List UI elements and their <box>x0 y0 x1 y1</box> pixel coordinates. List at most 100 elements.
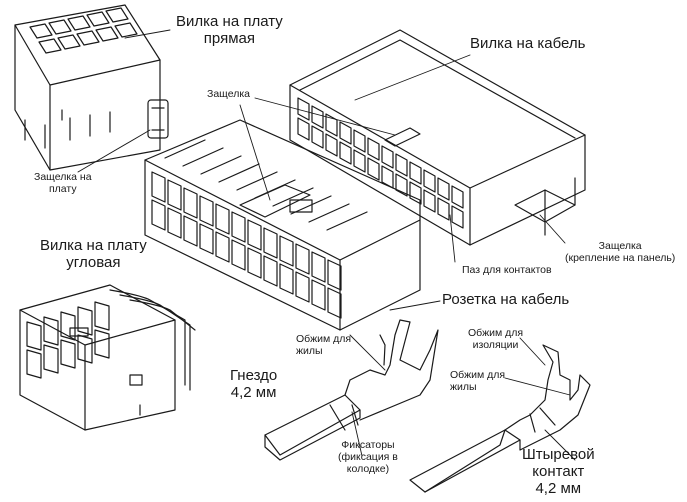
label-line: Обжим для <box>468 327 524 339</box>
cavity <box>94 329 110 359</box>
label-line: (крепление на панель) <box>565 251 676 264</box>
cavity <box>95 26 119 42</box>
cavity <box>60 339 76 369</box>
cavity <box>325 133 338 157</box>
cavity <box>423 169 436 193</box>
leader-lines <box>77 29 576 461</box>
label-line: жилы <box>450 380 477 393</box>
label-line: 4,2 мм <box>535 479 582 497</box>
cavity <box>327 287 342 319</box>
label-line: Гнездо <box>230 367 278 384</box>
rib <box>164 139 206 159</box>
cavity <box>77 306 93 336</box>
cavity <box>423 189 436 213</box>
label-retainers: Фиксаторы (фиксация в колодке) <box>338 439 398 475</box>
cavity <box>353 149 366 173</box>
rib <box>218 163 260 183</box>
cavity <box>199 223 214 255</box>
cavity <box>279 235 294 267</box>
cavity <box>67 15 91 31</box>
label-cable-socket: Розетка на кабель <box>442 291 570 309</box>
cavity <box>437 177 450 201</box>
cavity <box>279 263 294 295</box>
label-pin-contact: Штыревой контакт 4,2 мм <box>522 446 595 497</box>
cavity <box>38 38 62 54</box>
cavity <box>367 137 380 161</box>
label-panel-latch: Защелка (крепление на панель) <box>565 240 676 265</box>
cavity <box>76 30 100 46</box>
cavity <box>311 105 324 129</box>
label-line: контакт <box>532 462 585 480</box>
label-wire-crimp-right: Обжим для жилы <box>450 369 505 394</box>
cavity <box>327 259 342 291</box>
cavity <box>297 117 310 141</box>
rib <box>308 203 350 223</box>
cavity <box>29 23 53 39</box>
cavity <box>151 199 166 231</box>
rib <box>290 195 332 215</box>
cavity <box>199 195 214 227</box>
label-line: прямая <box>203 29 255 47</box>
cavity <box>381 145 394 169</box>
cavity <box>167 179 182 211</box>
cavity <box>94 301 110 331</box>
cavity <box>183 187 198 219</box>
cavity <box>26 349 42 379</box>
label-line: Вилка на плату <box>40 237 147 254</box>
cavity <box>183 215 198 247</box>
cavity <box>437 197 450 221</box>
cavity <box>151 171 166 203</box>
label-cable-plug: Вилка на кабель <box>470 35 586 53</box>
straight-header-drawing <box>14 4 169 171</box>
rib <box>272 187 314 207</box>
rib <box>236 171 278 191</box>
cavity <box>215 231 230 263</box>
cavity <box>231 239 246 271</box>
cavity <box>215 203 230 235</box>
label-line: жилы <box>296 344 323 357</box>
label-line: Защелка на <box>34 171 92 183</box>
label-line: изоляции <box>472 338 519 351</box>
label-line: Вилка на плату <box>176 13 283 30</box>
cable-plug-drawing <box>289 29 586 246</box>
cavity <box>295 271 310 303</box>
cavity <box>86 11 110 27</box>
cavity <box>167 207 182 239</box>
cavity <box>57 34 81 50</box>
label-line: Розетка на кабель <box>442 291 570 308</box>
cavity <box>311 251 326 283</box>
label-insulation-crimp: Обжим для изоляции <box>468 327 524 352</box>
cavity <box>247 247 262 279</box>
rib <box>326 211 368 231</box>
label-line: Обжим для <box>296 333 352 345</box>
label-angled-header: Вилка на плату угловая <box>40 237 147 272</box>
cavity <box>247 219 262 251</box>
cavity <box>26 321 42 351</box>
label-line: Защелка <box>598 240 642 252</box>
cavity <box>48 19 72 35</box>
label-board-latch: Защелка на плату <box>34 171 92 196</box>
female-contact-drawing <box>264 319 439 461</box>
rib <box>182 147 224 167</box>
label-line: Фиксаторы <box>341 439 395 451</box>
cavity <box>105 7 129 23</box>
label-line: Паз для контактов <box>462 264 552 276</box>
cable-socket-drawing <box>144 119 421 331</box>
cavity <box>231 211 246 243</box>
label-straight-header: Вилка на плату прямая <box>176 13 283 48</box>
cavity <box>114 22 138 38</box>
cavity <box>339 121 352 145</box>
rib <box>200 155 242 175</box>
label-line: (фиксация в <box>338 450 398 463</box>
cavity <box>311 125 324 149</box>
label-line: Вилка на кабель <box>470 35 586 52</box>
cavity <box>451 205 464 229</box>
cavity <box>43 344 59 374</box>
cavity <box>409 161 422 185</box>
cavity <box>263 255 278 287</box>
label-line: плату <box>48 182 77 195</box>
cavity <box>60 311 76 341</box>
label-line: Защелка <box>207 88 250 100</box>
cavity <box>339 141 352 165</box>
